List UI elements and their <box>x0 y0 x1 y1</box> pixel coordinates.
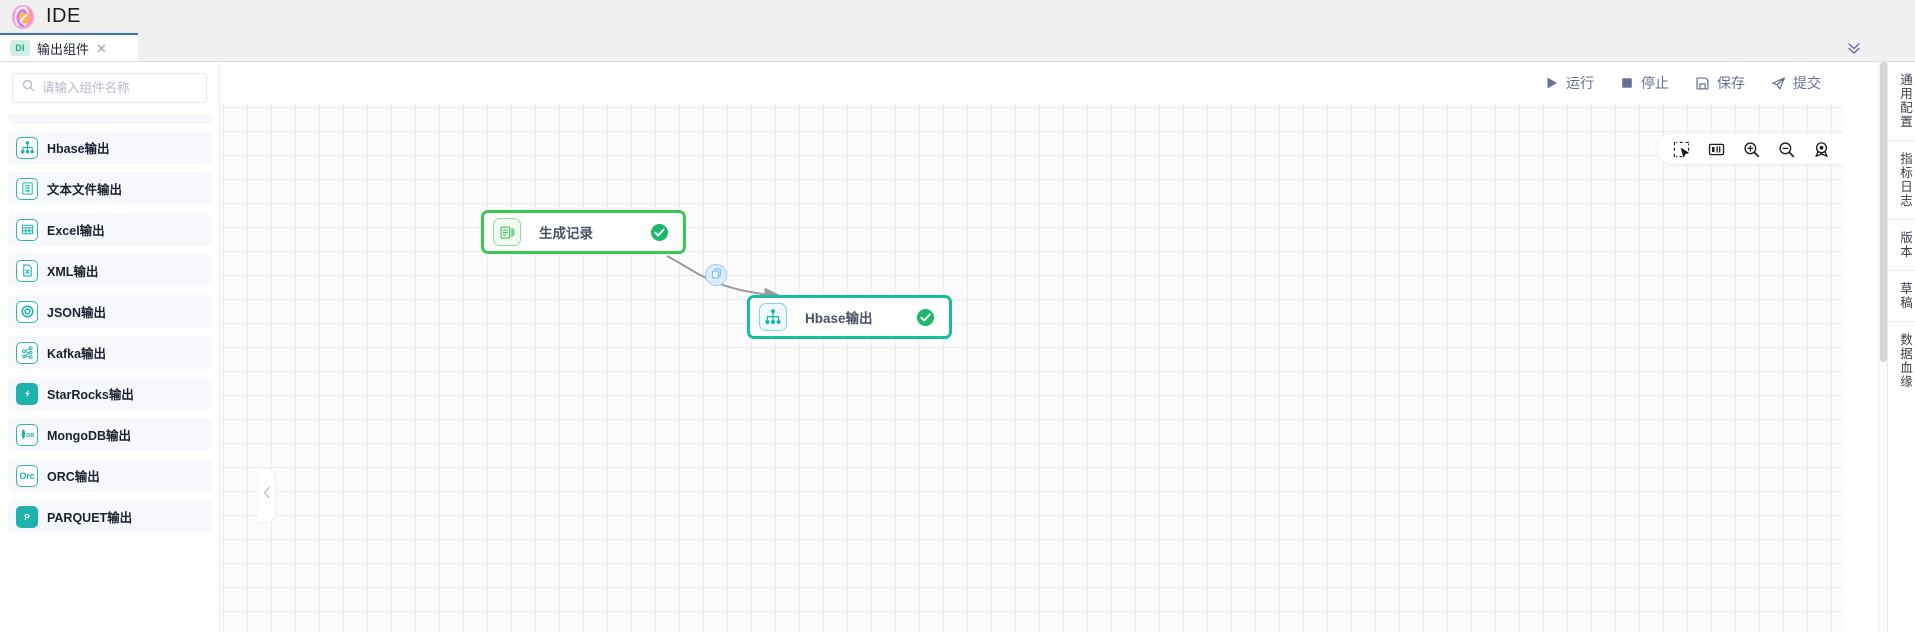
scrollbar-thumb[interactable] <box>1880 62 1887 362</box>
rail-tab-draft[interactable]: 草稿 <box>1888 271 1915 322</box>
flow-edge <box>666 255 782 302</box>
run-label: 运行 <box>1566 75 1594 91</box>
search-input[interactable] <box>42 81 197 95</box>
close-icon[interactable]: ✕ <box>96 40 107 56</box>
app-title: IDE <box>46 5 81 27</box>
panel-collapse-handle[interactable] <box>258 467 276 523</box>
search-box[interactable] <box>12 73 207 103</box>
component-list[interactable]: Hbase输出 文本文件输出 <box>0 114 219 632</box>
component-item-excel[interactable]: Excel输出 <box>8 213 212 246</box>
double-chevron-down-icon[interactable] <box>1841 36 1867 60</box>
zoom-out-icon[interactable] <box>1778 141 1795 158</box>
canvas-tool-group <box>1657 134 1843 164</box>
component-list-scroll-clip <box>8 114 212 123</box>
orc-icon: Orc <box>16 464 38 487</box>
svg-text:P: P <box>24 513 30 522</box>
paper-plane-icon <box>1771 76 1786 91</box>
rail-tab-general-config[interactable]: 通用配置 <box>1888 62 1915 141</box>
select-box-icon[interactable] <box>1673 141 1690 158</box>
component-item-xml[interactable]: XML输出 <box>8 254 212 287</box>
flow-node-generate-records[interactable]: 生成记录 <box>481 210 686 254</box>
vertical-scrollbar[interactable] <box>1878 62 1887 632</box>
chevron-left-icon <box>263 486 271 504</box>
app-logo-icon <box>10 4 36 30</box>
excel-grid-icon <box>16 218 38 241</box>
tab-strip: DI 输出组件 ✕ <box>0 33 1915 62</box>
component-label: StarRocks输出 <box>47 388 134 402</box>
component-item-starrocks[interactable]: StarRocks输出 <box>8 377 212 410</box>
fit-location-icon[interactable] <box>1813 141 1830 158</box>
rail-tab-version[interactable]: 版本 <box>1888 220 1915 271</box>
hbase-icon <box>759 303 787 331</box>
flow-node-hbase-output[interactable]: Hbase输出 <box>747 295 952 339</box>
starrocks-icon <box>16 382 38 405</box>
search-icon <box>22 79 35 97</box>
stop-label: 停止 <box>1641 75 1669 91</box>
text-file-icon <box>16 177 38 200</box>
tab-label: 输出组件 <box>37 41 90 57</box>
copy-icon <box>711 266 722 284</box>
component-label: Excel输出 <box>47 224 105 238</box>
component-item-mongodb[interactable]: DB MongoDB输出 <box>8 418 212 451</box>
component-item-text-file[interactable]: 文本文件输出 <box>8 172 212 205</box>
component-label: PARQUET输出 <box>47 511 133 525</box>
component-label: Kafka输出 <box>47 347 107 361</box>
minimap-icon[interactable] <box>1708 141 1725 158</box>
rail-tab-metrics-log[interactable]: 指标日志 <box>1888 141 1915 220</box>
component-item-kafka[interactable]: Kafka输出 <box>8 336 212 369</box>
xml-file-icon <box>16 259 38 282</box>
tab-output-components[interactable]: DI 输出组件 ✕ <box>0 33 138 61</box>
records-icon <box>493 218 521 246</box>
right-rail: 通用配置 指标日志 版本 草稿 数据血缘 <box>1887 62 1915 632</box>
orc-icon-text: Orc <box>19 470 35 481</box>
save-label: 保存 <box>1717 75 1745 91</box>
stop-button[interactable]: 停止 <box>1620 73 1669 93</box>
zoom-in-icon[interactable] <box>1743 141 1760 158</box>
submit-button[interactable]: 提交 <box>1771 73 1821 93</box>
component-panel: Hbase输出 文本文件输出 <box>0 62 220 632</box>
play-icon <box>1545 76 1559 90</box>
mongodb-icon: DB <box>16 423 38 446</box>
component-label: MongoDB输出 <box>47 429 132 443</box>
component-label: 文本文件输出 <box>47 183 123 197</box>
save-button[interactable]: 保存 <box>1695 73 1745 93</box>
flow-canvas[interactable]: 生成记录 Hbase输出 <box>220 104 1843 632</box>
submit-label: 提交 <box>1793 75 1821 91</box>
tab-type-badge: DI <box>10 40 30 56</box>
json-circle-icon <box>16 300 38 323</box>
rail-tab-data-lineage[interactable]: 数据血缘 <box>1898 333 1912 389</box>
app-header: IDE <box>0 0 1915 33</box>
hbase-icon <box>16 136 38 159</box>
floppy-disk-icon <box>1695 76 1710 91</box>
component-label: XML输出 <box>47 265 99 279</box>
component-item-json[interactable]: JSON输出 <box>8 295 212 328</box>
kafka-icon <box>16 341 38 364</box>
stop-square-icon <box>1620 76 1634 90</box>
component-label: Hbase输出 <box>47 142 110 156</box>
edge-copy-badge[interactable] <box>705 264 727 286</box>
component-item-hbase[interactable]: Hbase输出 <box>8 131 212 164</box>
svg-text:DB: DB <box>26 433 34 439</box>
component-item-parquet[interactable]: P PARQUET输出 <box>8 500 212 533</box>
flow-node-label: Hbase输出 <box>805 311 873 326</box>
component-label: ORC输出 <box>47 470 100 484</box>
action-toolbar: 运行 停止 保存 提交 <box>220 62 1843 104</box>
run-button[interactable]: 运行 <box>1545 73 1594 93</box>
parquet-icon: P <box>16 505 38 528</box>
flow-node-label: 生成记录 <box>539 226 593 241</box>
component-label: JSON输出 <box>47 306 107 320</box>
status-check-icon <box>916 308 935 327</box>
component-item-orc[interactable]: Orc ORC输出 <box>8 459 212 492</box>
status-check-icon <box>650 223 669 242</box>
